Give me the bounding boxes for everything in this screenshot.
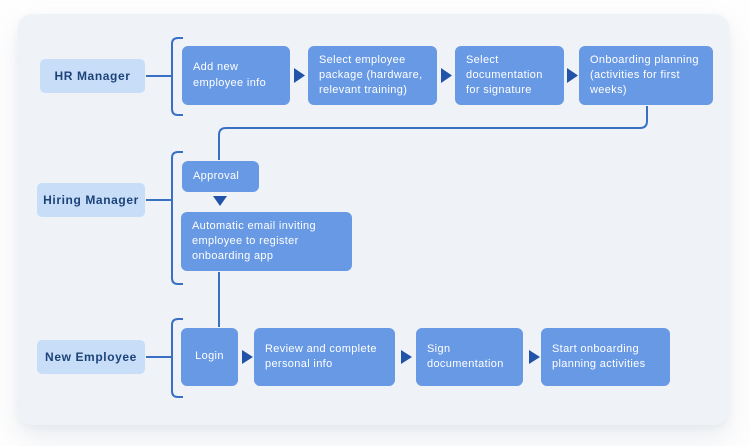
step-add-new-employee-info: Add new employee info [182,46,290,105]
step-review-personal-info: Review and complete personal info [254,328,395,386]
step-select-employee-package: Select employee package (hardware, relev… [308,46,437,105]
step-sign-documentation: Sign documentation [416,328,523,386]
step-onboarding-planning: Onboarding planning (activities for firs… [579,46,713,105]
step-start-onboarding-activities: Start onboarding planning activities [541,328,670,386]
lane-label-hiring-manager: Hiring Manager [37,183,145,217]
step-select-documentation: Select documentation for signature [455,46,564,105]
lane-label-hr-manager: HR Manager [40,59,145,93]
step-automatic-email: Automatic email inviting employee to reg… [181,212,352,271]
lane-label-new-employee: New Employee [37,340,145,374]
step-login: Login [181,328,238,386]
step-approval: Approval [182,161,259,192]
